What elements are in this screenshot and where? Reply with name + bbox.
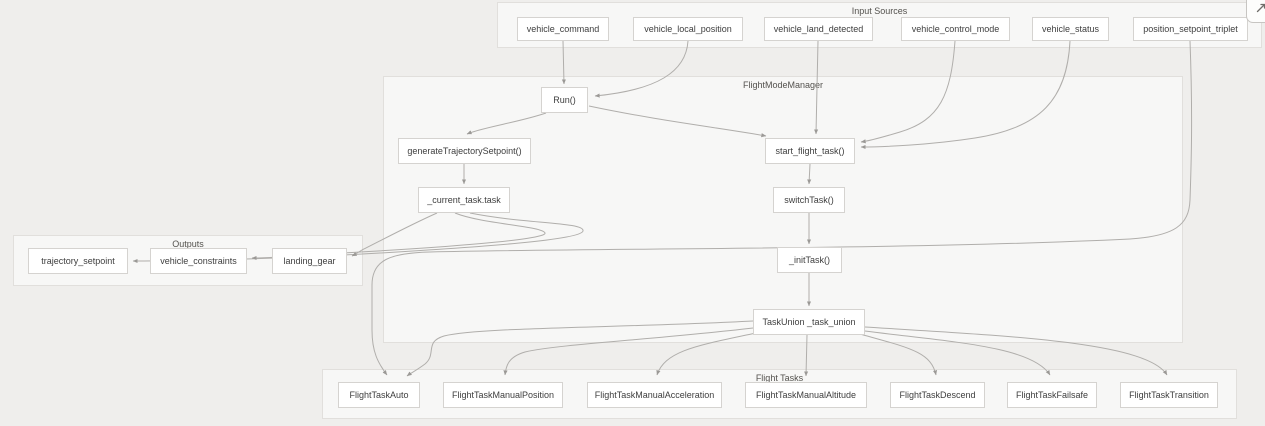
node-flight-task-manual-acceleration: FlightTaskManualAcceleration: [587, 382, 722, 408]
node-vehicle-command: vehicle_command: [517, 17, 609, 41]
node-current-task: _current_task.task: [418, 187, 510, 213]
node-position-setpoint-triplet: position_setpoint_triplet: [1133, 17, 1248, 41]
node-flight-task-manual-position: FlightTaskManualPosition: [443, 382, 563, 408]
node-init-task: _initTask(): [777, 247, 842, 273]
edge-vehicle-command-run: [561, 40, 566, 85]
node-vehicle-constraints: vehicle_constraints: [150, 248, 247, 274]
node-run: Run(): [541, 87, 588, 113]
edge-task-union-flight-task-failsafe: [864, 330, 1051, 376]
edge-vehicle-land-detected-start-flight-task: [814, 40, 819, 135]
node-landing-gear: landing_gear: [272, 248, 347, 274]
expand-diagram-button[interactable]: [1246, 0, 1265, 23]
node-task-union: TaskUnion _task_union: [753, 309, 865, 335]
edge-task-union-flight-task-manual-acceleration: [656, 332, 757, 376]
node-flight-task-manual-altitude: FlightTaskManualAltitude: [745, 382, 867, 408]
edge-run-start-flight-task: [588, 105, 767, 138]
node-switch-task: switchTask(): [773, 187, 845, 213]
edge-task-union-flight-task-auto: [406, 320, 754, 377]
node-vehicle-land-detected: vehicle_land_detected: [764, 17, 873, 41]
node-vehicle-control-mode: vehicle_control_mode: [901, 17, 1010, 41]
expand-diagonal-icon: [1256, 3, 1265, 13]
node-flight-task-auto: FlightTaskAuto: [338, 382, 420, 408]
edge-current-task-landing-gear: [351, 212, 438, 257]
edge-task-union-flight-task-descend: [859, 333, 938, 376]
node-flight-task-descend: FlightTaskDescend: [890, 382, 985, 408]
node-start-flight-task: start_flight_task(): [765, 138, 855, 164]
node-vehicle-local-position: vehicle_local_position: [633, 17, 743, 41]
edge-vehicle-local-position-run: [594, 40, 689, 98]
edge-vehicle-control-mode-start-flight-task: [860, 40, 956, 144]
edge-task-union-flight-task-manual-altitude: [804, 334, 809, 377]
edge-vehicle-status-start-flight-task: [860, 40, 1071, 150]
edge-task-union-flight-task-manual-position: [503, 327, 754, 376]
edge-run-generate-trajectory-setpoint: [466, 112, 547, 135]
node-vehicle-status: vehicle_status: [1032, 17, 1109, 41]
node-generate-trajectory-setpoint: generateTrajectorySetpoint(): [398, 138, 531, 164]
node-trajectory-setpoint: trajectory_setpoint: [28, 248, 128, 274]
node-flight-task-failsafe: FlightTaskFailsafe: [1007, 382, 1097, 408]
edge-start-flight-task-switch-task: [807, 163, 812, 185]
node-flight-task-transition: FlightTaskTransition: [1120, 382, 1218, 408]
edge-task-union-flight-task-transition: [864, 326, 1168, 376]
